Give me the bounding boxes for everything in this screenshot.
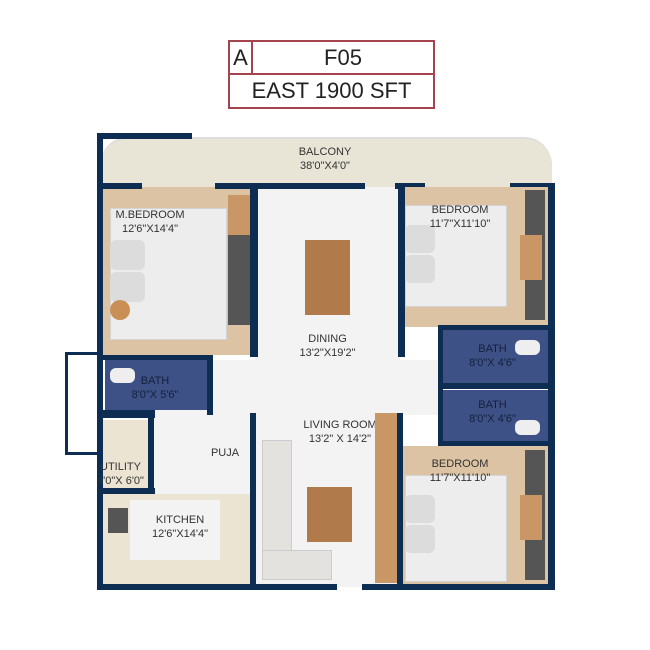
facing-area-cell: EAST 1900 SFT — [228, 73, 435, 109]
block-label: A — [233, 44, 248, 70]
bath-left — [105, 358, 210, 410]
dining-table — [305, 240, 350, 315]
flat-label: F05 — [324, 44, 362, 70]
facing-area-label: EAST 1900 SFT — [251, 78, 412, 103]
coffee-table — [307, 487, 352, 542]
bath-right-1 — [442, 328, 548, 383]
balcony — [100, 137, 552, 187]
puja-label: PUJA — [210, 447, 240, 459]
utility — [103, 420, 148, 490]
